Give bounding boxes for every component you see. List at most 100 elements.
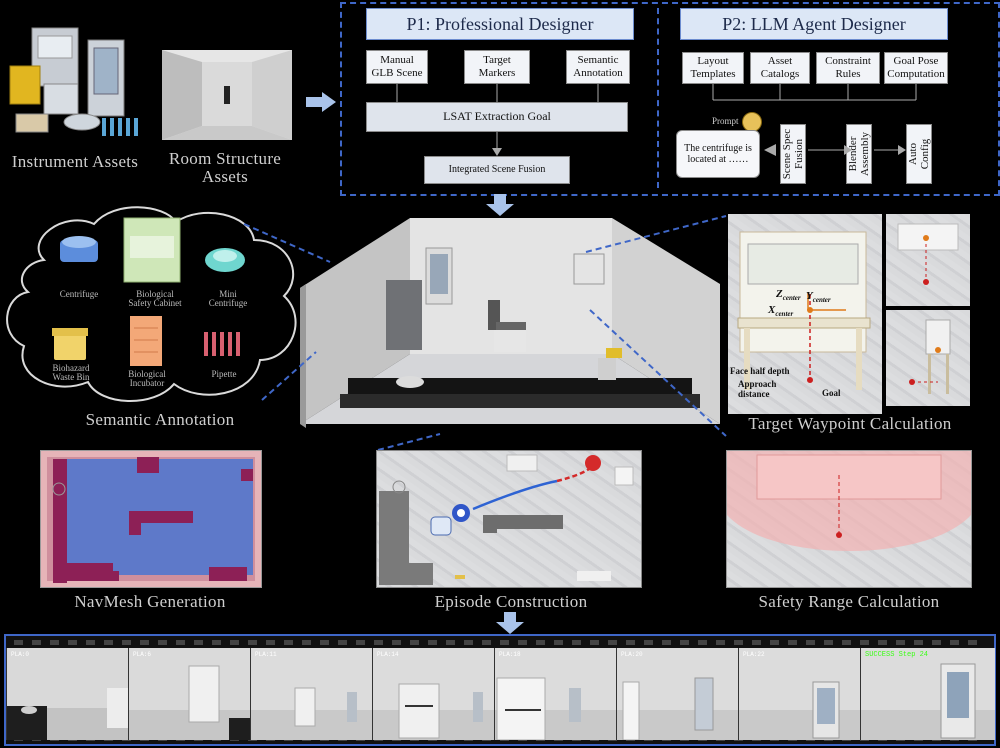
film-perforation: [230, 640, 239, 645]
film-perforation: [320, 640, 329, 645]
film-perforation: [950, 640, 959, 645]
film-perforation: [140, 640, 149, 645]
panel-divider: [657, 8, 659, 188]
waypoint-side-view: [886, 310, 970, 406]
film-perforation: [896, 640, 905, 645]
flow-arrow-down-top: [486, 194, 514, 216]
film-perforation: [338, 640, 347, 645]
film-perforation: [446, 640, 455, 645]
film-perforation: [356, 640, 365, 645]
film-perforation: [842, 640, 851, 645]
episode-label: Episode Construction: [434, 592, 588, 611]
film-perforation: [266, 640, 275, 645]
film-perforation: [68, 640, 77, 645]
film-perforation: [464, 640, 473, 645]
waypoint-xcenter: Xcenter: [768, 304, 794, 319]
film-perforation: [626, 640, 635, 645]
lab-room-render: [300, 214, 720, 436]
safety-range-label: Safety Range Calculation: [758, 592, 940, 611]
waypoint-main-view: [728, 214, 882, 414]
film-perforation: [662, 640, 671, 645]
film-perforation: [968, 640, 977, 645]
semantic-item-pipette: Pipette: [211, 369, 237, 379]
frame-success: SUCCESS Step 24: [860, 648, 995, 740]
semantic-item-incubator: Biological Incubator: [128, 369, 166, 389]
film-perforation: [212, 640, 221, 645]
semantic-item-mini-centrifuge: Mini Centrifuge: [208, 289, 248, 309]
room-structure-graphic: [152, 40, 302, 150]
flow-arrow-down-bottom: [496, 612, 524, 634]
approach-distance-label: Approach distance: [738, 379, 777, 399]
waste-bin-icon: [52, 328, 88, 360]
step-blender-assembly: Blender Assembly: [846, 124, 872, 184]
frame-caption: PLA:0: [11, 651, 30, 658]
p2-box-goal-pose: Goal Pose Computation: [884, 52, 948, 84]
film-perforation: [104, 640, 113, 645]
waypoint-top-view: [886, 214, 970, 306]
p2-box-constraint-rules: Constraint Rules: [816, 52, 880, 84]
film-perforation: [374, 640, 383, 645]
prompt-bubble: The centrifuge is located at ……: [676, 130, 760, 178]
frame-caption: PLA:11: [255, 651, 277, 658]
film-perforation: [122, 640, 131, 645]
frame-caption: PLA:14: [377, 651, 399, 658]
film-perforation: [500, 640, 509, 645]
robot-face-icon: [742, 112, 762, 132]
face-half-depth-label: Face half depth: [730, 366, 790, 376]
frame-step-18: PLA:18: [494, 648, 617, 740]
frame-step-6: PLA:6: [128, 648, 251, 740]
frame-step-22: PLA:22: [738, 648, 861, 740]
waypoint-ycenter: Ycenter: [806, 290, 831, 305]
film-perforation: [824, 640, 833, 645]
instrument-assets-graphic: [4, 22, 154, 142]
p1-scene-fusion: Integrated Scene Fusion: [424, 156, 570, 184]
room-structure-label: Room Structure Assets: [168, 149, 282, 186]
goal-label: Goal: [822, 388, 841, 398]
incubator-icon: [130, 316, 162, 366]
p2-step-arrows: [764, 144, 906, 156]
film-perforation: [554, 640, 563, 645]
flow-arrow-right: [306, 92, 336, 112]
film-perforation: [158, 640, 167, 645]
film-perforation: [302, 640, 311, 645]
film-perforation: [194, 640, 203, 645]
mini-centrifuge-icon: [205, 248, 245, 272]
film-perforation: [932, 640, 941, 645]
film-perforation: [50, 640, 59, 645]
film-perforation: [86, 640, 95, 645]
p1-title: P1: Professional Designer: [366, 8, 634, 40]
success-caption: SUCCESS Step 24: [865, 651, 929, 659]
film-perforation: [770, 640, 779, 645]
film-perforation: [734, 640, 743, 645]
step-scene-spec-fusion: Scene Spec Fusion: [780, 124, 806, 184]
prompt-label: Prompt: [712, 116, 739, 126]
frame-step-0: PLA:0: [6, 648, 129, 740]
navmesh-label: NavMesh Generation: [74, 592, 226, 611]
frame-step-14: PLA:14: [372, 648, 495, 740]
film-perforation: [608, 640, 617, 645]
film-perforation: [680, 640, 689, 645]
film-perforation: [788, 640, 797, 645]
frame-step-20: PLA:20: [616, 648, 739, 740]
film-perforation: [572, 640, 581, 645]
film-perforation: [806, 640, 815, 645]
frame-caption: PLA:22: [743, 651, 765, 658]
film-perforation: [590, 640, 599, 645]
film-perforation: [914, 640, 923, 645]
film-perforation: [410, 640, 419, 645]
designer-panel: [340, 2, 1000, 196]
step-auto-config: Auto Config: [906, 124, 932, 184]
p2-title: P2: LLM Agent Designer: [680, 8, 948, 40]
p1-connectors: [396, 84, 599, 156]
semantic-item-safety-cabinet: Biological Safety Cabinet: [128, 289, 182, 309]
waypoint-label: Target Waypoint Calculation: [748, 414, 952, 433]
film-perforation: [428, 640, 437, 645]
semantic-item-waste-bin: Biohazard Waste Bin: [52, 363, 90, 383]
film-perforation: [248, 640, 257, 645]
film-perforation: [536, 640, 545, 645]
frame-caption: PLA:6: [133, 651, 152, 658]
frame-caption: PLA:20: [621, 651, 643, 658]
film-perforation: [878, 640, 887, 645]
film-perforation: [32, 640, 41, 645]
film-perforation: [860, 640, 869, 645]
